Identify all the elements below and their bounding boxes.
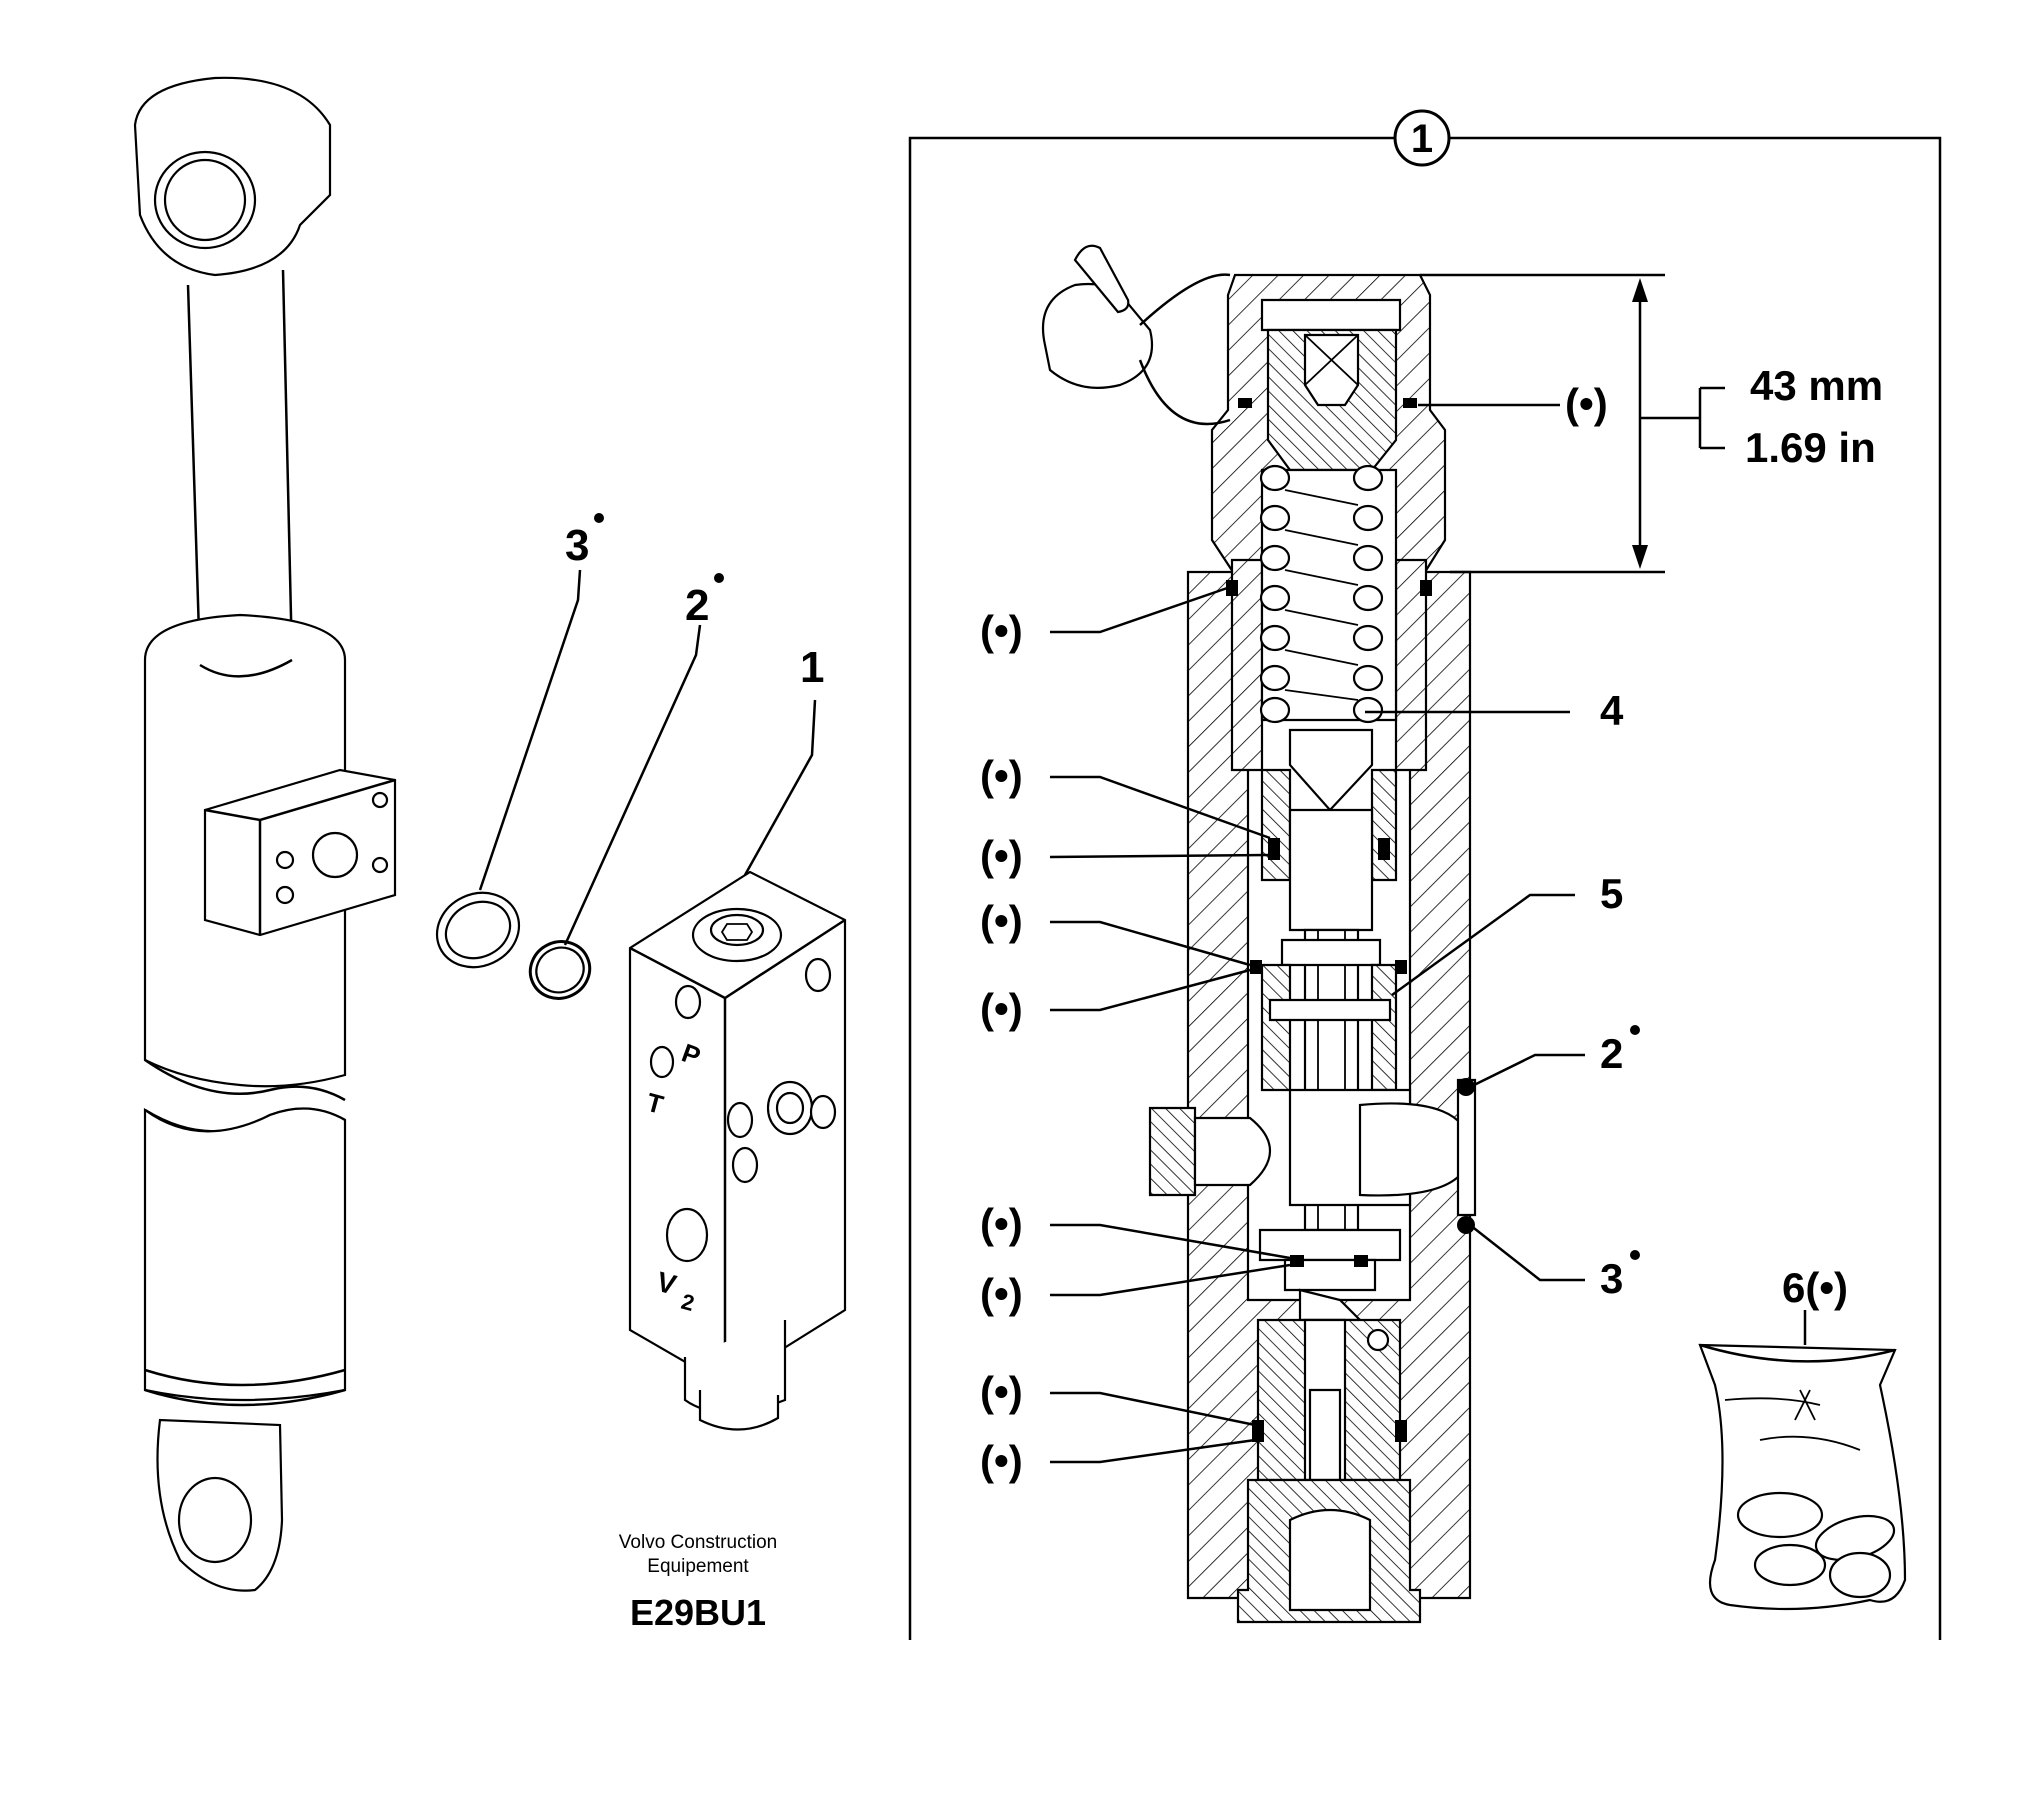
callout-dot-6: (•) [980,1200,1023,1247]
seal-icon [1395,1420,1407,1442]
callout-dot-7: (•) [980,1270,1023,1317]
callout-dot-2: (•) [980,752,1023,799]
callout-dot-5: (•) [980,985,1023,1032]
spring-icon [1259,464,1384,724]
oring-icon [1457,1216,1475,1234]
seal-icon [1268,838,1280,860]
seal-ring-3 [435,891,521,969]
seal-icon [1226,580,1238,596]
dimension-in: 1.69 in [1745,424,1876,471]
callout-3: 3 [565,521,589,570]
seal-icon [1403,398,1417,408]
bullet-icon [594,513,604,523]
leader-2 [563,624,702,946]
callout-dot-top: (•) [1565,380,1608,427]
left-callouts: (•) (•) (•) (•) (•) (•) (•) (•) (•) [980,583,1291,1484]
seal-icon [1378,838,1390,860]
section-callout: 1 [1411,117,1433,161]
callout-3-section: 3 [1600,1255,1623,1302]
leader-1 [743,699,817,876]
leader-3 [478,569,582,891]
valve-block: P T V 2 [628,870,847,1431]
dimension-marker [1420,273,1725,574]
oring-icon [1457,1078,1475,1096]
seal-icon [1290,1255,1304,1267]
bullet-icon [714,573,724,583]
bullet-icon [1630,1250,1640,1260]
seal-kit-bag-icon [1698,1343,1907,1611]
callout-dot-8: (•) [980,1368,1023,1415]
seal-ring-2 [528,940,592,1000]
callout-2-section: 2 [1600,1030,1623,1077]
callout-5: 5 [1600,870,1623,917]
callout-dot-9: (•) [980,1437,1023,1484]
callout-1: 1 [800,643,824,692]
seal-icon [1238,398,1252,408]
seal-icon [1252,1420,1264,1442]
brand-line-2: Equipement [647,1556,749,1577]
seal-icon [1354,1255,1368,1267]
seal-icon [1395,960,1407,974]
port-label-t: T [643,1087,666,1120]
cartridge-cross-section [1041,244,1477,1624]
callout-4: 4 [1600,687,1624,734]
section-frame: 1 [908,109,1942,1640]
bullet-icon [1630,1025,1640,1035]
diagram-code: E29BU1 [630,1592,766,1633]
callout-2: 2 [685,581,709,630]
seal-icon [1420,580,1432,596]
callout-dot-3: (•) [980,832,1023,879]
callout-6: 6(•) [1782,1264,1848,1311]
dimension-mm: 43 mm [1750,362,1883,409]
callout-dot-1: (•) [980,607,1023,654]
brand-line-1: Volvo Construction [619,1532,777,1553]
seal-icon [1250,960,1262,974]
lock-cap-icon [1041,244,1231,426]
callout-dot-4: (•) [980,897,1023,944]
hydraulic-cylinder [133,76,397,1592]
